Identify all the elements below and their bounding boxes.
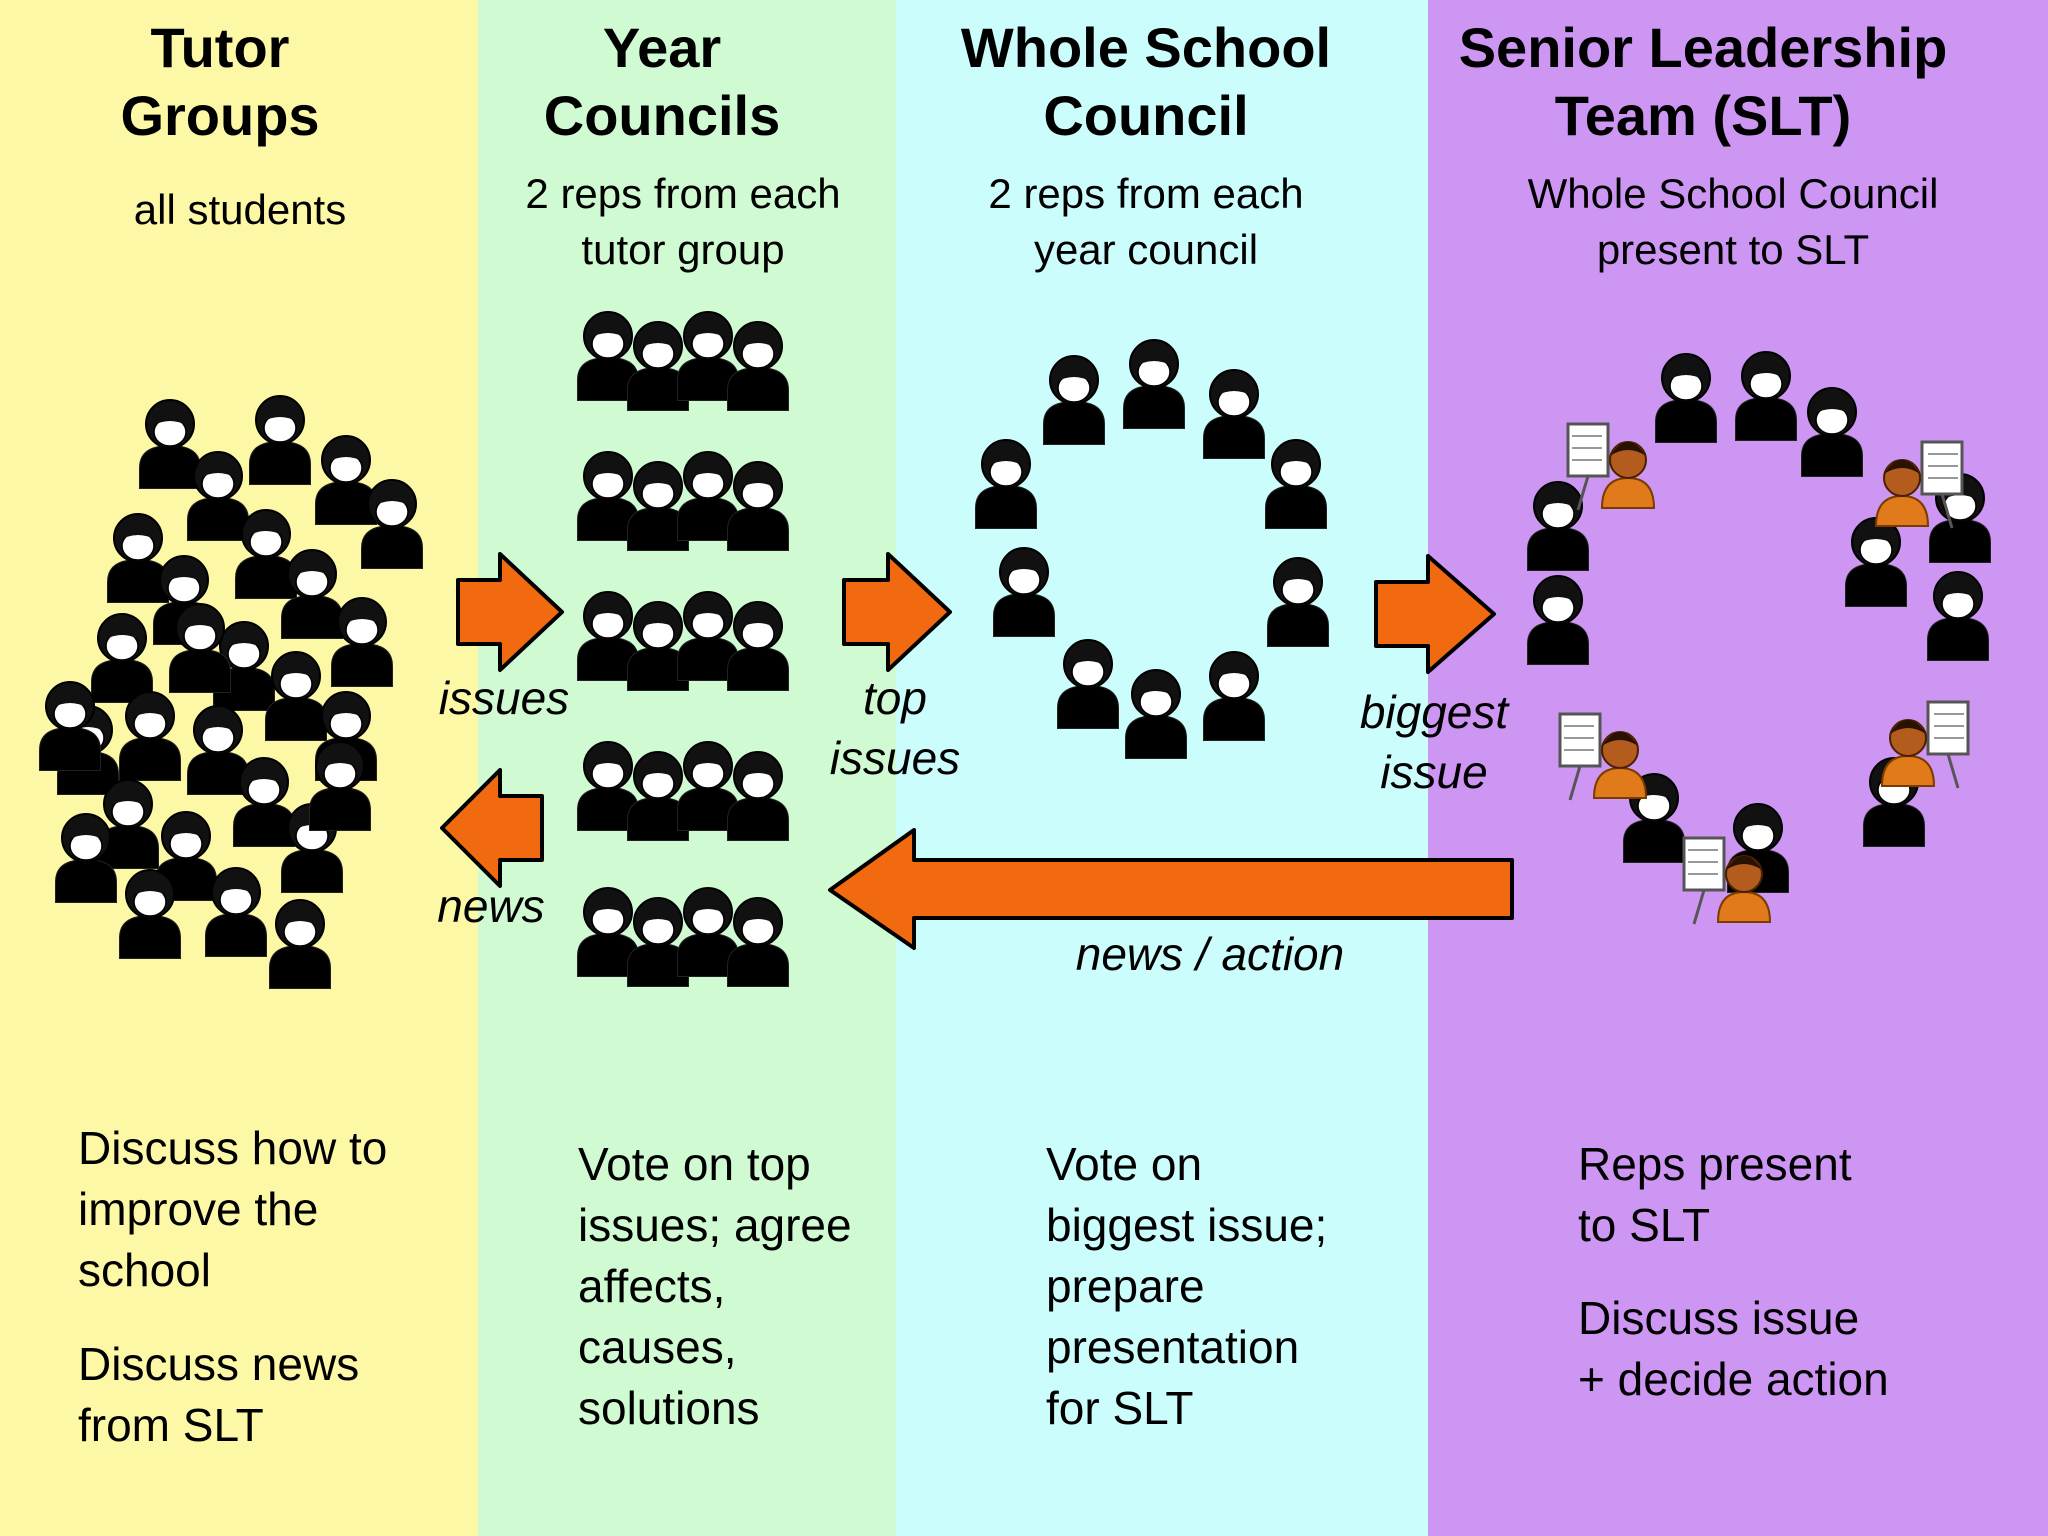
student-figure-icon <box>98 780 158 868</box>
teacher-presenting-icon <box>1882 702 1968 788</box>
label-news-action: news / action <box>1040 924 1380 984</box>
student-figure-icon <box>236 510 296 598</box>
student-figure-icon <box>1802 388 1862 476</box>
subtitle-tutor-groups: all students <box>40 182 440 238</box>
student-figure-icon <box>140 400 200 488</box>
student-figure-icon <box>188 706 248 794</box>
student-figure-icon <box>728 898 788 986</box>
student-figure-icon <box>728 602 788 690</box>
student-figure-icon <box>1268 558 1328 646</box>
teacher-presenting-icon <box>1560 714 1646 800</box>
desc-tutor-groups-1: Discuss how to improve the school <box>78 1118 468 1301</box>
desc-slt-1: Reps present to SLT <box>1578 1134 1998 1256</box>
student-figure-icon <box>976 440 1036 528</box>
student-figure-icon <box>270 900 330 988</box>
student-figure-icon <box>250 396 310 484</box>
title-senior-leadership-team: Senior Leadership Team (SLT) <box>1428 14 1978 150</box>
student-figure-icon <box>1656 354 1716 442</box>
teacher-presenting-icon <box>1876 442 1962 528</box>
subtitle-whole-school-council: 2 reps from each year council <box>896 166 1396 278</box>
student-figure-icon <box>1044 356 1104 444</box>
desc-tutor-groups-2: Discuss news from SLT <box>78 1334 468 1456</box>
label-issues: issues <box>424 668 584 728</box>
label-biggest-issue: biggest issue <box>1344 682 1524 802</box>
arrow-right-icon <box>1376 556 1494 672</box>
student-figure-icon <box>1736 352 1796 440</box>
arrow-right-icon <box>458 554 562 670</box>
desc-whole-school-council: Vote on biggest issue; prepare presentat… <box>1046 1134 1426 1439</box>
subtitle-year-councils: 2 reps from each tutor group <box>478 166 888 278</box>
title-whole-school-council: Whole School Council <box>896 14 1396 150</box>
student-figure-icon <box>92 614 152 702</box>
title-tutor-groups: Tutor Groups <box>40 14 400 150</box>
student-figure-icon <box>188 452 248 540</box>
student-figure-icon <box>1126 670 1186 758</box>
label-top-issues: top issues <box>810 668 980 788</box>
student-figure-icon <box>120 692 180 780</box>
student-figure-icon <box>1124 340 1184 428</box>
student-figure-icon <box>120 870 180 958</box>
student-figure-icon <box>206 868 266 956</box>
arrow-left-icon <box>442 770 542 886</box>
arrow-right-icon <box>844 554 950 670</box>
label-news: news <box>416 876 566 936</box>
subtitle-senior-leadership-team: Whole School Council present to SLT <box>1428 166 2038 278</box>
student-figure-icon <box>332 598 392 686</box>
student-figure-icon <box>1204 652 1264 740</box>
student-figure-icon <box>1846 518 1906 606</box>
student-figure-icon <box>994 548 1054 636</box>
student-figure-icon <box>234 758 294 846</box>
student-figure-icon <box>108 514 168 602</box>
student-figure-icon <box>310 742 370 830</box>
desc-year-councils: Vote on top issues; agree affects, cause… <box>578 1134 896 1439</box>
student-figure-icon <box>1204 370 1264 458</box>
student-figure-icon <box>728 322 788 410</box>
title-year-councils: Year Councils <box>478 14 846 150</box>
teacher-presenting-icon <box>1568 424 1654 510</box>
student-figure-icon <box>728 752 788 840</box>
student-figure-icon <box>1528 482 1588 570</box>
student-figure-icon <box>316 436 376 524</box>
student-figure-icon <box>728 462 788 550</box>
student-figure-icon <box>1266 440 1326 528</box>
student-figure-icon <box>1528 576 1588 664</box>
desc-slt-2: Discuss issue + decide action <box>1578 1288 1998 1410</box>
student-figure-icon <box>1928 572 1988 660</box>
student-figure-icon <box>1058 640 1118 728</box>
